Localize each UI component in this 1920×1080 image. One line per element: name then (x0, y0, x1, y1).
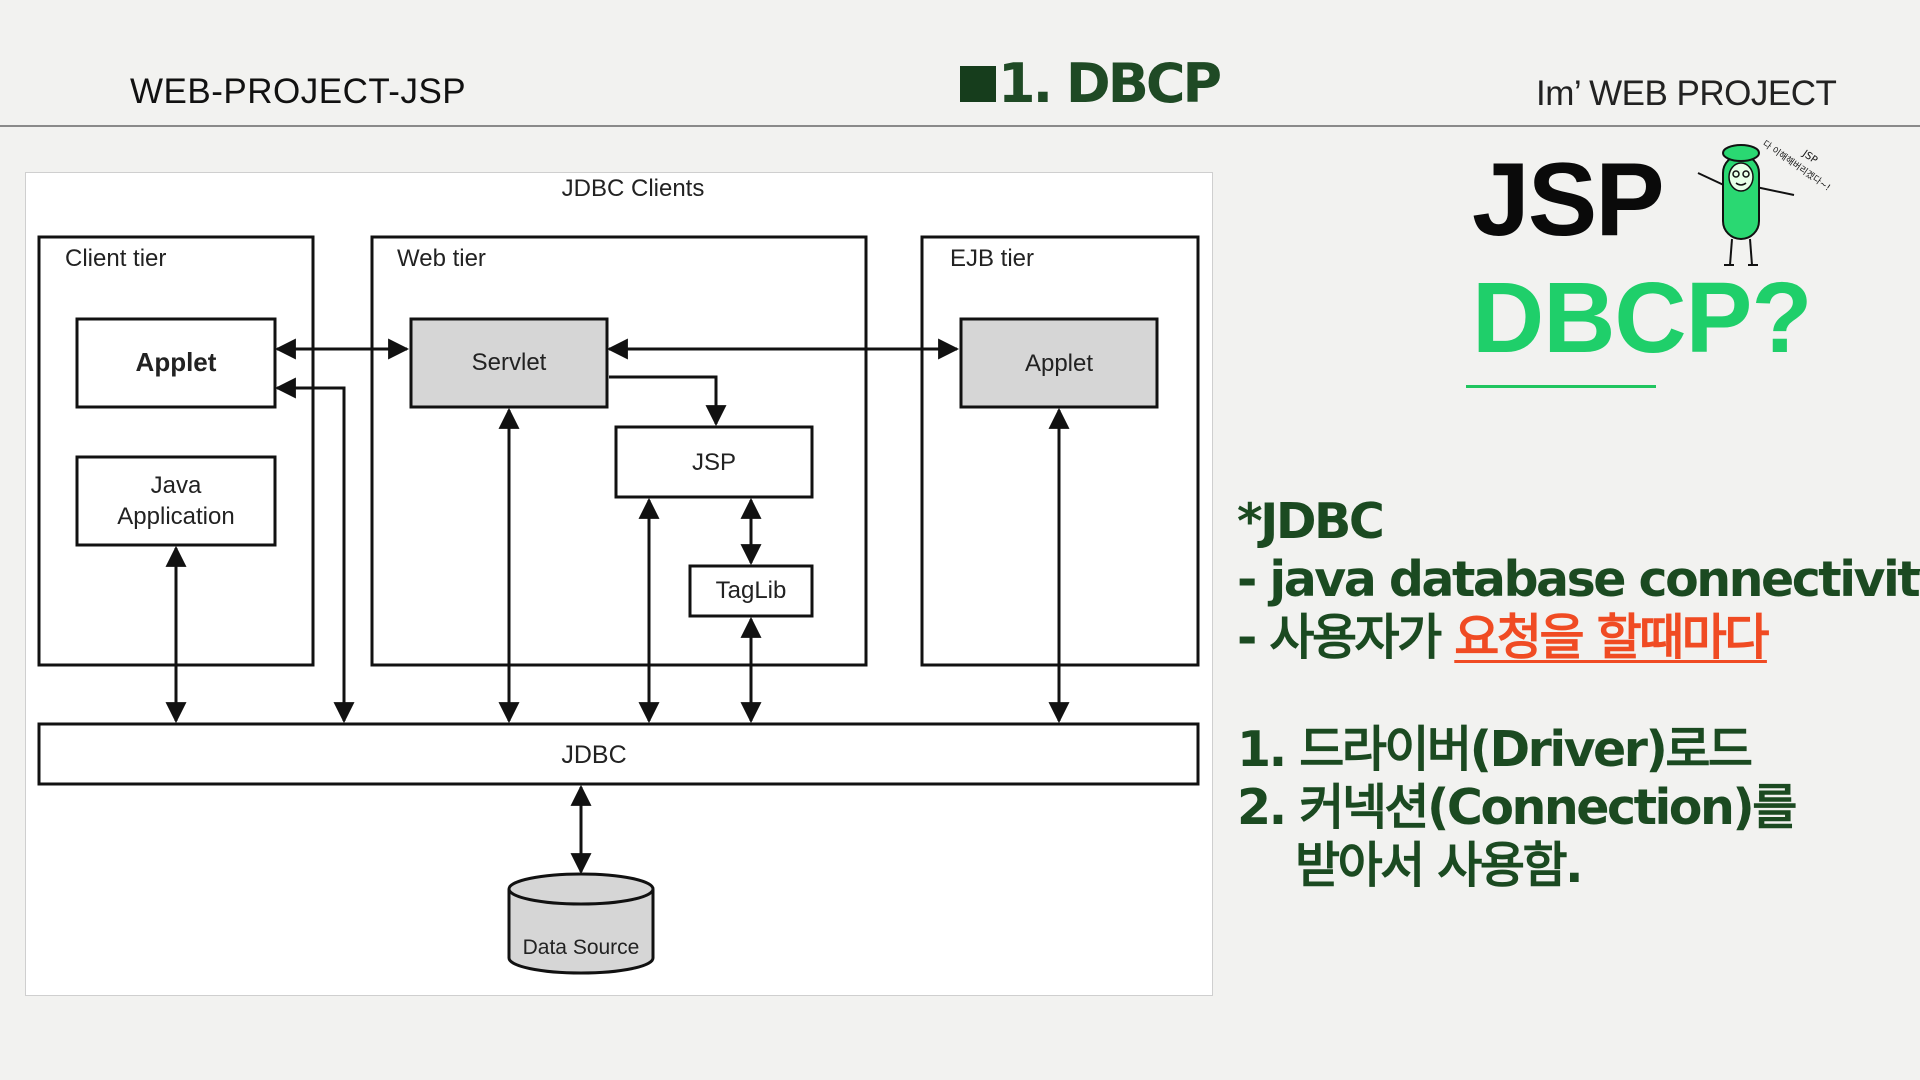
dbcp-underline (1466, 385, 1656, 388)
servlet-label: Servlet (472, 349, 547, 376)
ejb-tier-label: EJB tier (950, 245, 1034, 272)
jsp-box (614, 425, 814, 499)
client-applet-label: Applet (136, 347, 217, 377)
header-right-title: Im’ WEB PROJECT (1536, 74, 1837, 113)
java-application-label-2: Application (117, 503, 234, 530)
notes-step-2: 2. 커넥션(Connection)를 (1237, 779, 1797, 836)
arrow-applet-jdbc (274, 377, 355, 724)
notes-line-2-highlight: 요청을 할때마다 (1454, 609, 1769, 666)
data-source-label: Data Source (523, 936, 640, 959)
jdbc-architecture-diagram: JDBC Clients Client tier Web tier EJB ti… (25, 172, 1213, 996)
taglib-label: TagLib (716, 577, 787, 604)
dbcp-heading: DBCP? (1472, 262, 1812, 374)
client-tier-label: Client tier (65, 245, 166, 272)
header-divider (0, 125, 1920, 127)
jdbc-bar (37, 722, 1200, 786)
notes-spacer (1237, 667, 1920, 721)
notes-line-2-prefix: - 사용자가 (1237, 609, 1455, 666)
notes-line-2: - 사용자가 요청을 할때마다 (1237, 609, 1920, 667)
jsp-label: JSP (692, 449, 736, 476)
jdbc-notes: *JDBC - java database connectivity - 사용자… (1237, 493, 1920, 895)
servlet-box (409, 317, 609, 409)
java-application-label-1: Java (151, 472, 202, 499)
ejb-applet-box (959, 317, 1159, 409)
mascot-icon: JSP 다 이해해버리겠다~! (1697, 138, 1832, 266)
diagram-background (25, 172, 1213, 996)
ejb-applet-label: Applet (1025, 350, 1093, 377)
java-application-box (75, 455, 277, 547)
notes-step-1: 1. 드라이버(Driver)로드 (1237, 721, 1753, 778)
square-bullet-icon (960, 65, 996, 102)
data-source-cylinder (507, 872, 655, 975)
slide-title-text: 1. DBCP (998, 52, 1222, 115)
notes-heading: *JDBC (1237, 493, 1385, 550)
header-left-title: WEB-PROJECT-JSP (130, 72, 467, 111)
notes-step-2-continued: 받아서 사용함. (1295, 837, 1584, 894)
notes-line-1: - java database connectivity (1237, 551, 1920, 608)
mascot-caption-2: 다 이해해버리겠다~! (1760, 138, 1832, 193)
arrow-servlet-jsp (609, 375, 727, 427)
slide-title: 1. DBCP (960, 52, 1222, 115)
jdbc-bar-label: JDBC (561, 741, 626, 769)
diagram-title: JDBC Clients (562, 175, 705, 202)
mascot-caption-1: JSP (1799, 148, 1819, 166)
jsp-heading: JSP (1472, 142, 1665, 258)
web-tier-box (370, 235, 868, 667)
taglib-box (688, 564, 814, 618)
web-tier-label: Web tier (397, 245, 486, 272)
client-applet-box (75, 317, 277, 409)
